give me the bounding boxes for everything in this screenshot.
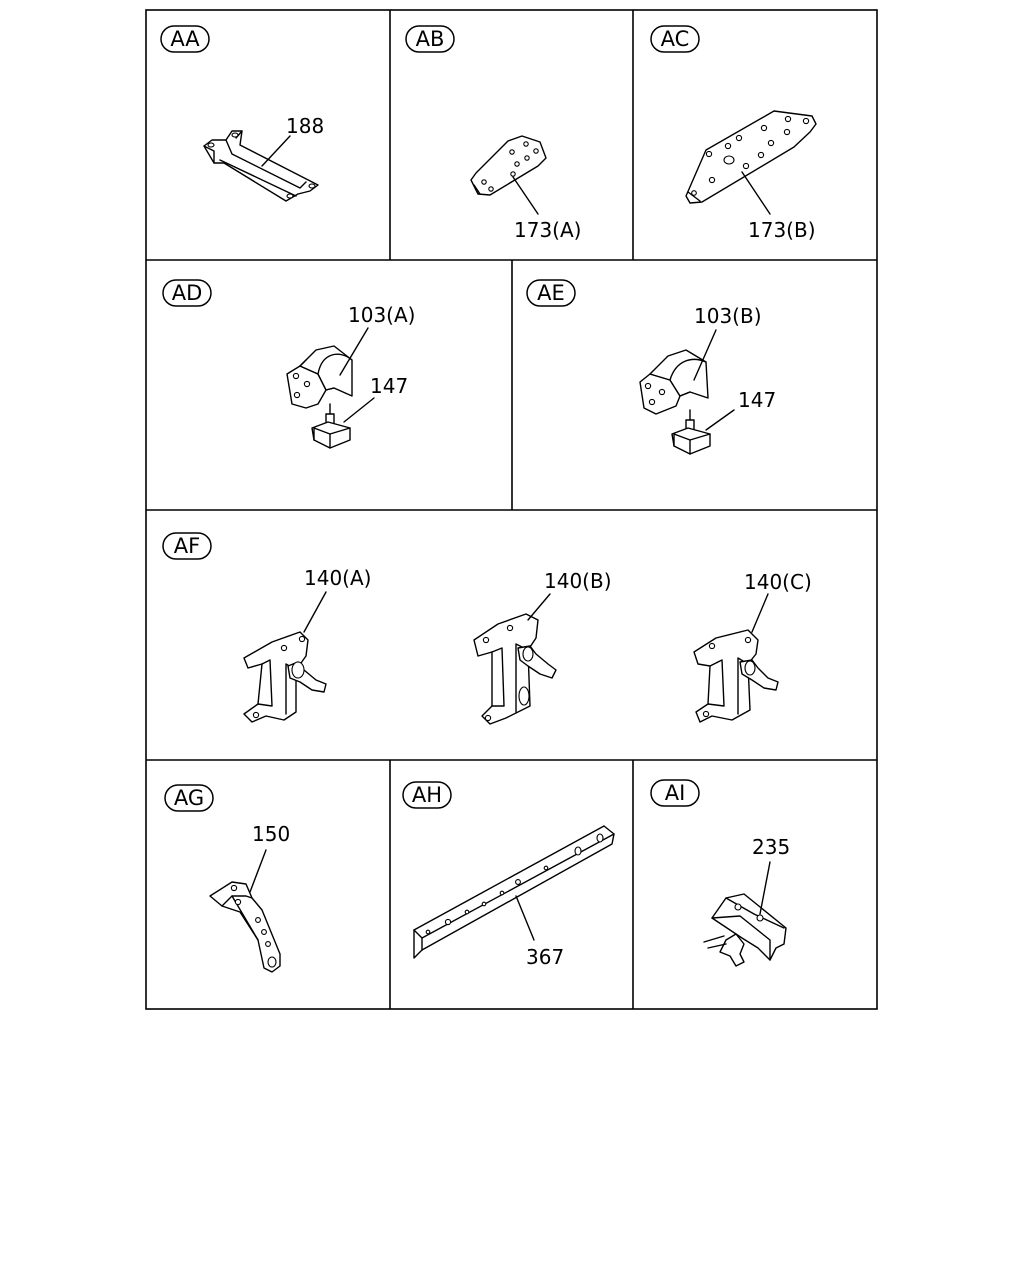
part-label: 173(B) — [748, 218, 816, 242]
panel-code: AD — [172, 281, 203, 305]
panel-code-badge: AD — [162, 279, 212, 307]
panel-code: AH — [412, 783, 442, 807]
part-label: 147 — [738, 388, 776, 412]
part-140b-drawing — [473, 593, 557, 725]
part-103a-drawing — [286, 327, 375, 449]
panel-ag: AG 150 — [164, 784, 290, 973]
panel-code: AG — [174, 786, 204, 810]
part-235-drawing — [703, 861, 787, 967]
panel-code-badge: AC — [650, 25, 700, 53]
panel-code: AA — [170, 27, 200, 51]
panel-ai: AI 235 — [650, 779, 790, 967]
panel-code: AB — [416, 27, 445, 51]
part-103b-drawing — [639, 329, 735, 455]
grid-frame — [145, 9, 878, 1010]
panel-ac: AC 173(B) — [650, 25, 817, 242]
panel-code-badge: AG — [164, 784, 214, 812]
part-173a-drawing — [470, 135, 547, 215]
part-label: 140(B) — [544, 569, 612, 593]
panel-ad: AD 103(A) 147 — [162, 279, 415, 449]
panel-code: AC — [661, 27, 690, 51]
part-label: 173(A) — [514, 218, 581, 242]
part-label: 103(B) — [694, 304, 762, 328]
part-188-drawing — [203, 130, 319, 202]
part-label: 188 — [286, 114, 324, 138]
panel-code-badge: AE — [526, 279, 576, 307]
part-label: 150 — [252, 822, 290, 846]
panel-code-badge: AH — [402, 781, 452, 809]
panel-ae: AE 103(B) 147 — [526, 279, 776, 455]
part-label: 147 — [370, 374, 408, 398]
part-173b-drawing — [685, 110, 817, 215]
part-140a-drawing — [243, 591, 327, 723]
part-label: 140(C) — [744, 570, 812, 594]
panel-af: AF 140(A) 140(B) — [162, 532, 812, 725]
panel-code-badge: AA — [160, 25, 210, 53]
part-140c-drawing — [693, 593, 779, 723]
part-label: 103(A) — [348, 303, 415, 327]
part-label: 140(A) — [304, 566, 371, 590]
panel-aa: AA 188 — [160, 25, 324, 202]
panel-code-badge: AI — [650, 779, 700, 807]
panel-ah: AH 367 — [402, 781, 615, 969]
part-150-drawing — [209, 849, 281, 973]
panel-code-badge: AF — [162, 532, 212, 560]
panel-code: AI — [665, 781, 686, 805]
part-label: 235 — [752, 835, 790, 859]
panel-ab: AB 173(A) — [405, 25, 581, 242]
part-label: 367 — [526, 945, 564, 969]
panel-code: AE — [537, 281, 565, 305]
part-367-drawing — [413, 825, 615, 959]
panel-code-badge: AB — [405, 25, 455, 53]
panel-code: AF — [174, 534, 200, 558]
